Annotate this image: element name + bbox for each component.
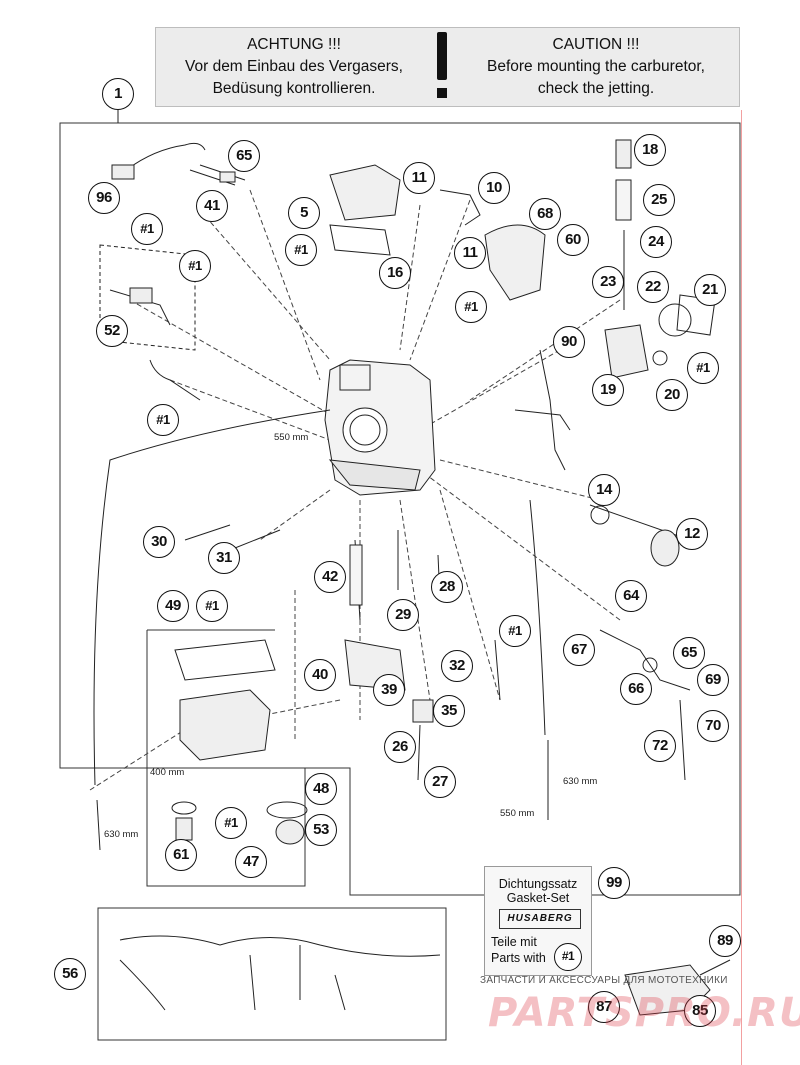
callout-20: 20 — [656, 379, 688, 411]
kit-label-de: Dichtungssatz — [498, 877, 578, 891]
callout-ref-1-b: #1 — [285, 234, 317, 266]
callout-21: 21 — [694, 274, 726, 306]
callout-ref-1-d: #1 — [455, 291, 487, 323]
callout-ref-1-e: #1 — [687, 352, 719, 384]
warning-english-line1: Before mounting the carburetor, — [487, 58, 705, 75]
kit-ref-callout: #1 — [554, 943, 582, 971]
watermark-logo: PARTSPRO.RU — [488, 990, 800, 1036]
callout-22: 22 — [637, 271, 669, 303]
callout-ref-1-c: #1 — [179, 250, 211, 282]
warning-german-line1: Vor dem Einbau des Vergasers, — [185, 58, 403, 75]
callout-ref-1-f: #1 — [147, 404, 179, 436]
callout-69: 69 — [697, 664, 729, 696]
callout-26: 26 — [384, 731, 416, 763]
husaberg-logo: HUSABERG — [499, 909, 581, 929]
callout-1: 1 — [102, 78, 134, 110]
exclamation-icon — [434, 32, 450, 102]
callout-ref-1-i: #1 — [215, 807, 247, 839]
callout-99: 99 — [598, 867, 630, 899]
dimension-550-upper: 550 mm — [274, 432, 309, 443]
scan-edge-line — [741, 110, 742, 1065]
callout-70: 70 — [697, 710, 729, 742]
callout-24: 24 — [640, 226, 672, 258]
callout-16: 16 — [379, 257, 411, 289]
callout-39: 39 — [373, 674, 405, 706]
warning-banner: ACHTUNG !!! Vor dem Einbau des Vergasers… — [155, 27, 740, 107]
dimension-630-right: 630 mm — [563, 776, 598, 787]
callout-56: 56 — [54, 958, 86, 990]
callout-ref-1-h: #1 — [499, 615, 531, 647]
callout-53: 53 — [305, 814, 337, 846]
callout-32: 32 — [441, 650, 473, 682]
callout-30: 30 — [143, 526, 175, 558]
callout-65-right: 65 — [673, 637, 705, 669]
callout-72: 72 — [644, 730, 676, 762]
warning-german: ACHTUNG !!! Vor dem Einbau des Vergasers… — [164, 34, 424, 100]
dimension-550-lower: 550 mm — [500, 808, 535, 819]
kit-label-en: Gasket-Set — [506, 891, 570, 905]
callout-31: 31 — [208, 542, 240, 574]
warning-german-title: ACHTUNG !!! — [247, 36, 341, 53]
kit-parts-de: Teile mit — [491, 935, 537, 949]
callout-ref-1-a: #1 — [131, 213, 163, 245]
callout-19: 19 — [592, 374, 624, 406]
callout-52: 52 — [96, 315, 128, 347]
callout-89: 89 — [709, 925, 741, 957]
callout-60: 60 — [557, 224, 589, 256]
callout-10: 10 — [478, 172, 510, 204]
callout-ref-1-g: #1 — [196, 590, 228, 622]
callout-85: 85 — [684, 995, 716, 1027]
warning-english-line2: check the jetting. — [537, 80, 655, 97]
warning-english-title: CAUTION !!! — [552, 36, 640, 53]
callout-49: 49 — [157, 590, 189, 622]
callout-66: 66 — [620, 673, 652, 705]
callout-42: 42 — [314, 561, 346, 593]
callout-29: 29 — [387, 599, 419, 631]
callout-61: 61 — [165, 839, 197, 871]
callout-68: 68 — [529, 198, 561, 230]
warning-german-line2: Bedüsung kontrollieren. — [212, 80, 376, 97]
dimension-400: 400 mm — [150, 767, 185, 778]
callout-27: 27 — [424, 766, 456, 798]
dimension-630-left: 630 mm — [104, 829, 139, 840]
callout-18: 18 — [634, 134, 666, 166]
callout-67: 67 — [563, 634, 595, 666]
callout-35: 35 — [433, 695, 465, 727]
callout-47: 47 — [235, 846, 267, 878]
callout-65: 65 — [228, 140, 260, 172]
warning-english: CAUTION !!! Before mounting the carburet… — [466, 34, 726, 100]
callout-28: 28 — [431, 571, 463, 603]
gasket-kit-box: Dichtungssatz Gasket-Set HUSABERG Teile … — [484, 866, 592, 976]
callout-12: 12 — [676, 518, 708, 550]
callout-11-lower: 11 — [454, 237, 486, 269]
callout-5: 5 — [288, 197, 320, 229]
watermark-caption: ЗАПЧАСТИ И АКСЕССУАРЫ ДЛЯ МОТОТЕХНИКИ — [480, 975, 728, 986]
callout-41: 41 — [196, 190, 228, 222]
callout-90: 90 — [553, 326, 585, 358]
callout-64: 64 — [615, 580, 647, 612]
callout-96: 96 — [88, 182, 120, 214]
callout-11: 11 — [403, 162, 435, 194]
callout-25: 25 — [643, 184, 675, 216]
callout-23: 23 — [592, 266, 624, 298]
callout-40: 40 — [304, 659, 336, 691]
callout-87: 87 — [588, 991, 620, 1023]
callout-48: 48 — [305, 773, 337, 805]
callout-14: 14 — [588, 474, 620, 506]
kit-parts-en: Parts with — [491, 951, 546, 965]
